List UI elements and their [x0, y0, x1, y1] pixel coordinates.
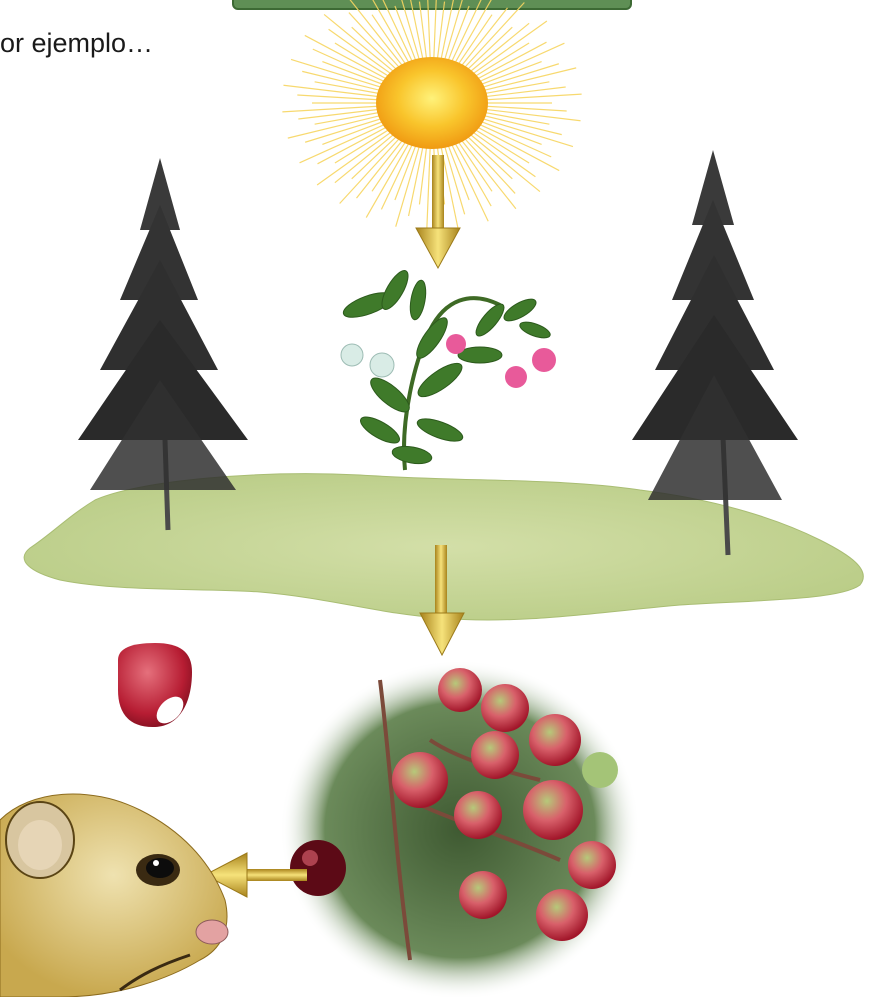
single-seed — [118, 643, 192, 728]
left-tree — [78, 158, 248, 530]
berries-cluster — [280, 660, 640, 997]
sun-ray — [437, 2, 444, 61]
animal-marsupial — [0, 794, 228, 997]
sun-ray — [352, 135, 399, 179]
sun-ray — [479, 118, 573, 147]
sun-ray — [480, 115, 562, 135]
sun-ray — [366, 141, 410, 217]
sun-ray — [465, 27, 512, 71]
right-tree — [632, 150, 798, 555]
sun-ray — [302, 71, 384, 91]
sun-ray — [474, 42, 546, 80]
sun-ray — [427, 145, 430, 230]
sun-ray — [465, 135, 512, 179]
sun-ray — [335, 128, 392, 163]
sun-ray — [472, 43, 529, 78]
sun-ray — [291, 59, 385, 88]
sun-ray — [419, 2, 426, 61]
sun-ray — [376, 0, 413, 64]
sun-ray — [472, 128, 529, 163]
sun-ray — [419, 145, 426, 204]
sun-ray — [335, 43, 392, 78]
sun-ray — [434, 0, 437, 61]
sun-ray — [352, 27, 399, 71]
sun-ray — [396, 144, 420, 226]
arrow-sun-to-plant — [416, 155, 460, 268]
sun-ray — [427, 0, 430, 61]
sun-ray — [318, 126, 390, 164]
sun-ray — [409, 145, 424, 216]
flowering-plant — [340, 267, 556, 470]
sun-ray — [451, 142, 488, 221]
